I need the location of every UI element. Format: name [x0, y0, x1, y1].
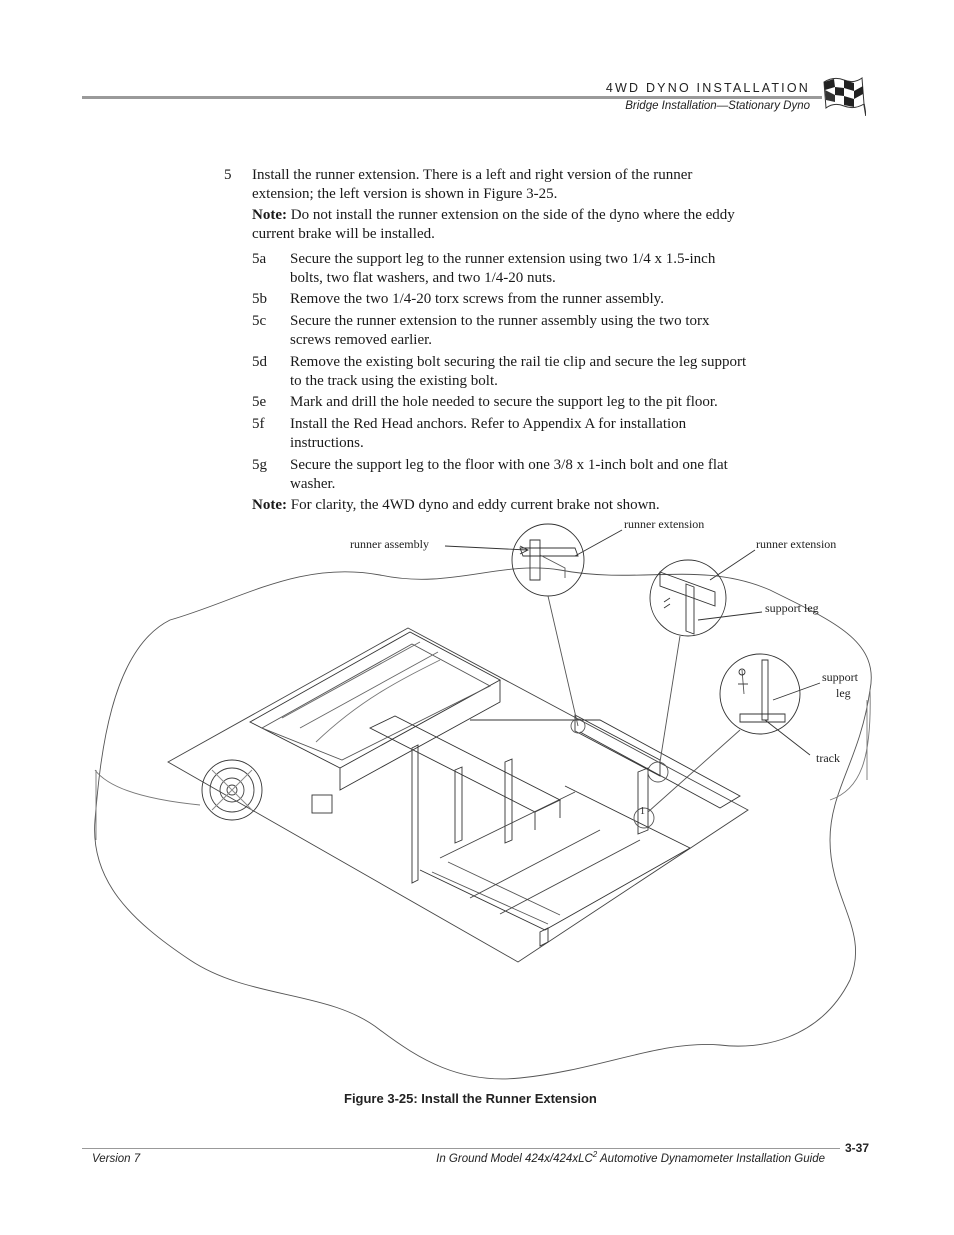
label-runner-extension: runner extension	[756, 537, 837, 551]
note-text: current brake will be installed.	[252, 226, 435, 242]
substep-number: 5g	[252, 457, 267, 473]
substep-number: 5b	[252, 291, 267, 307]
footer-rule	[82, 1148, 840, 1149]
substep-text: Remove the two 1/4-20 torx screws from t…	[290, 291, 664, 307]
substep-number: 5c	[252, 313, 267, 329]
substep-text: Remove the existing bolt securing the ra…	[290, 354, 747, 370]
substep-text: to the track using the existing bolt.	[290, 373, 498, 389]
guide-title-main: In Ground Model 424x/424xLC	[436, 1153, 593, 1165]
guide-title: In Ground Model 424x/424xLC2 Automotive …	[436, 1150, 825, 1165]
substep-text: Mark and drill the hole needed to secure…	[290, 394, 718, 410]
substep-text: screws removed earlier.	[290, 332, 433, 348]
substep-text: Secure the support leg to the floor with…	[290, 457, 728, 473]
step-number: 5	[224, 167, 232, 183]
substep-number: 5d	[252, 354, 267, 370]
label-support-leg: support	[822, 670, 858, 684]
header-rule	[82, 96, 822, 99]
label-runner-extension: runner extension	[624, 517, 705, 531]
label-runner-assembly: runner assembly	[350, 537, 429, 551]
substep-number: 5a	[252, 251, 267, 267]
checkered-flag-icon	[823, 77, 866, 116]
label-support-leg: leg	[836, 686, 851, 700]
note-text: For clarity, the 4WD dyno and eddy curre…	[286, 497, 660, 513]
substep-text: washer.	[290, 476, 336, 492]
note-label: Note:	[252, 497, 287, 513]
note: Note: For clarity, the 4WD dyno and eddy…	[252, 496, 660, 515]
section-title: 4WD DYNO INSTALLATION	[605, 81, 810, 95]
version-label: Version 7	[92, 1153, 141, 1165]
substep-text: Install the Red Head anchors. Refer to A…	[290, 416, 687, 432]
note-text: Do not install the runner extension on t…	[286, 207, 735, 223]
substep-text: Secure the support leg to the runner ext…	[290, 251, 716, 267]
guide-title-rest: Automotive Dynamometer Installation Guid…	[597, 1153, 825, 1165]
guide-title-superscript: 2	[592, 1150, 598, 1160]
figure-caption: Figure 3-25: Install the Runner Extensio…	[344, 1091, 597, 1106]
page-number: 3-37	[845, 1141, 870, 1155]
substep-text: Secure the runner extension to the runne…	[290, 313, 710, 329]
substep-text: instructions.	[290, 435, 364, 451]
step-text: extension; the left version is shown in …	[252, 186, 558, 202]
label-support-leg: support leg	[765, 601, 819, 615]
substep-text: bolts, two flat washers, and two 1/4-20 …	[290, 270, 556, 286]
note: Note: Do not install the runner extensio…	[252, 206, 735, 225]
substep-number: 5e	[252, 394, 267, 410]
step-text: Install the runner extension. There is a…	[252, 167, 693, 183]
substep-number: 5f	[252, 416, 265, 432]
note-label: Note:	[252, 207, 287, 223]
label-track: track	[816, 751, 840, 765]
subsection-title: Bridge Installation—Stationary Dyno	[625, 100, 810, 112]
callout-number: 1	[640, 806, 645, 817]
